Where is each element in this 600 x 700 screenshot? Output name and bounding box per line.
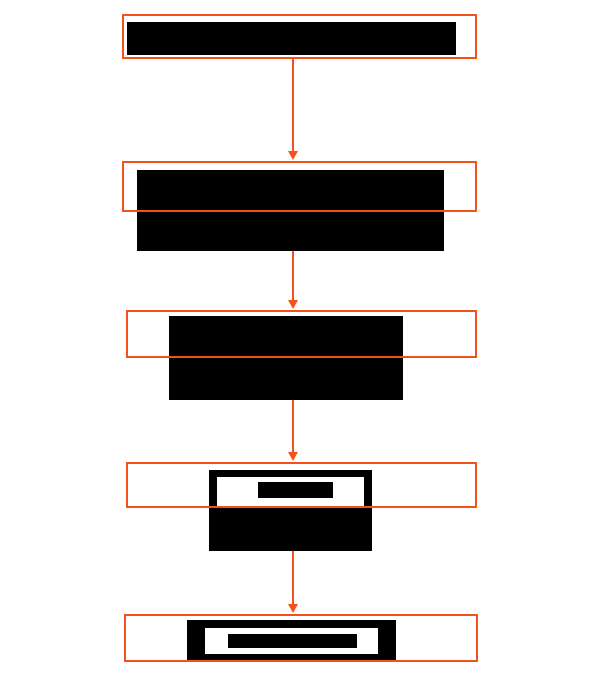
arrowhead-icon xyxy=(288,300,298,309)
connector-shaft xyxy=(292,358,294,453)
flow-node-4[interactable] xyxy=(126,462,477,508)
redacted-text-block xyxy=(127,22,456,55)
flow-node-2[interactable] xyxy=(122,161,477,212)
redacted-nested-frame-core xyxy=(258,482,333,498)
flow-node-5[interactable] xyxy=(124,614,478,662)
arrowhead-icon xyxy=(288,452,298,461)
redacted-nested-frame-core xyxy=(228,634,357,648)
connector-shaft xyxy=(292,212,294,301)
flow-node-1[interactable] xyxy=(122,14,477,59)
connector-shaft xyxy=(292,59,294,152)
flow-node-3[interactable] xyxy=(126,310,477,358)
redacted-text-block xyxy=(209,508,372,551)
connector-shaft xyxy=(292,508,294,605)
arrowhead-icon xyxy=(288,604,298,613)
arrowhead-icon xyxy=(288,151,298,160)
redacted-text-block xyxy=(169,316,403,400)
